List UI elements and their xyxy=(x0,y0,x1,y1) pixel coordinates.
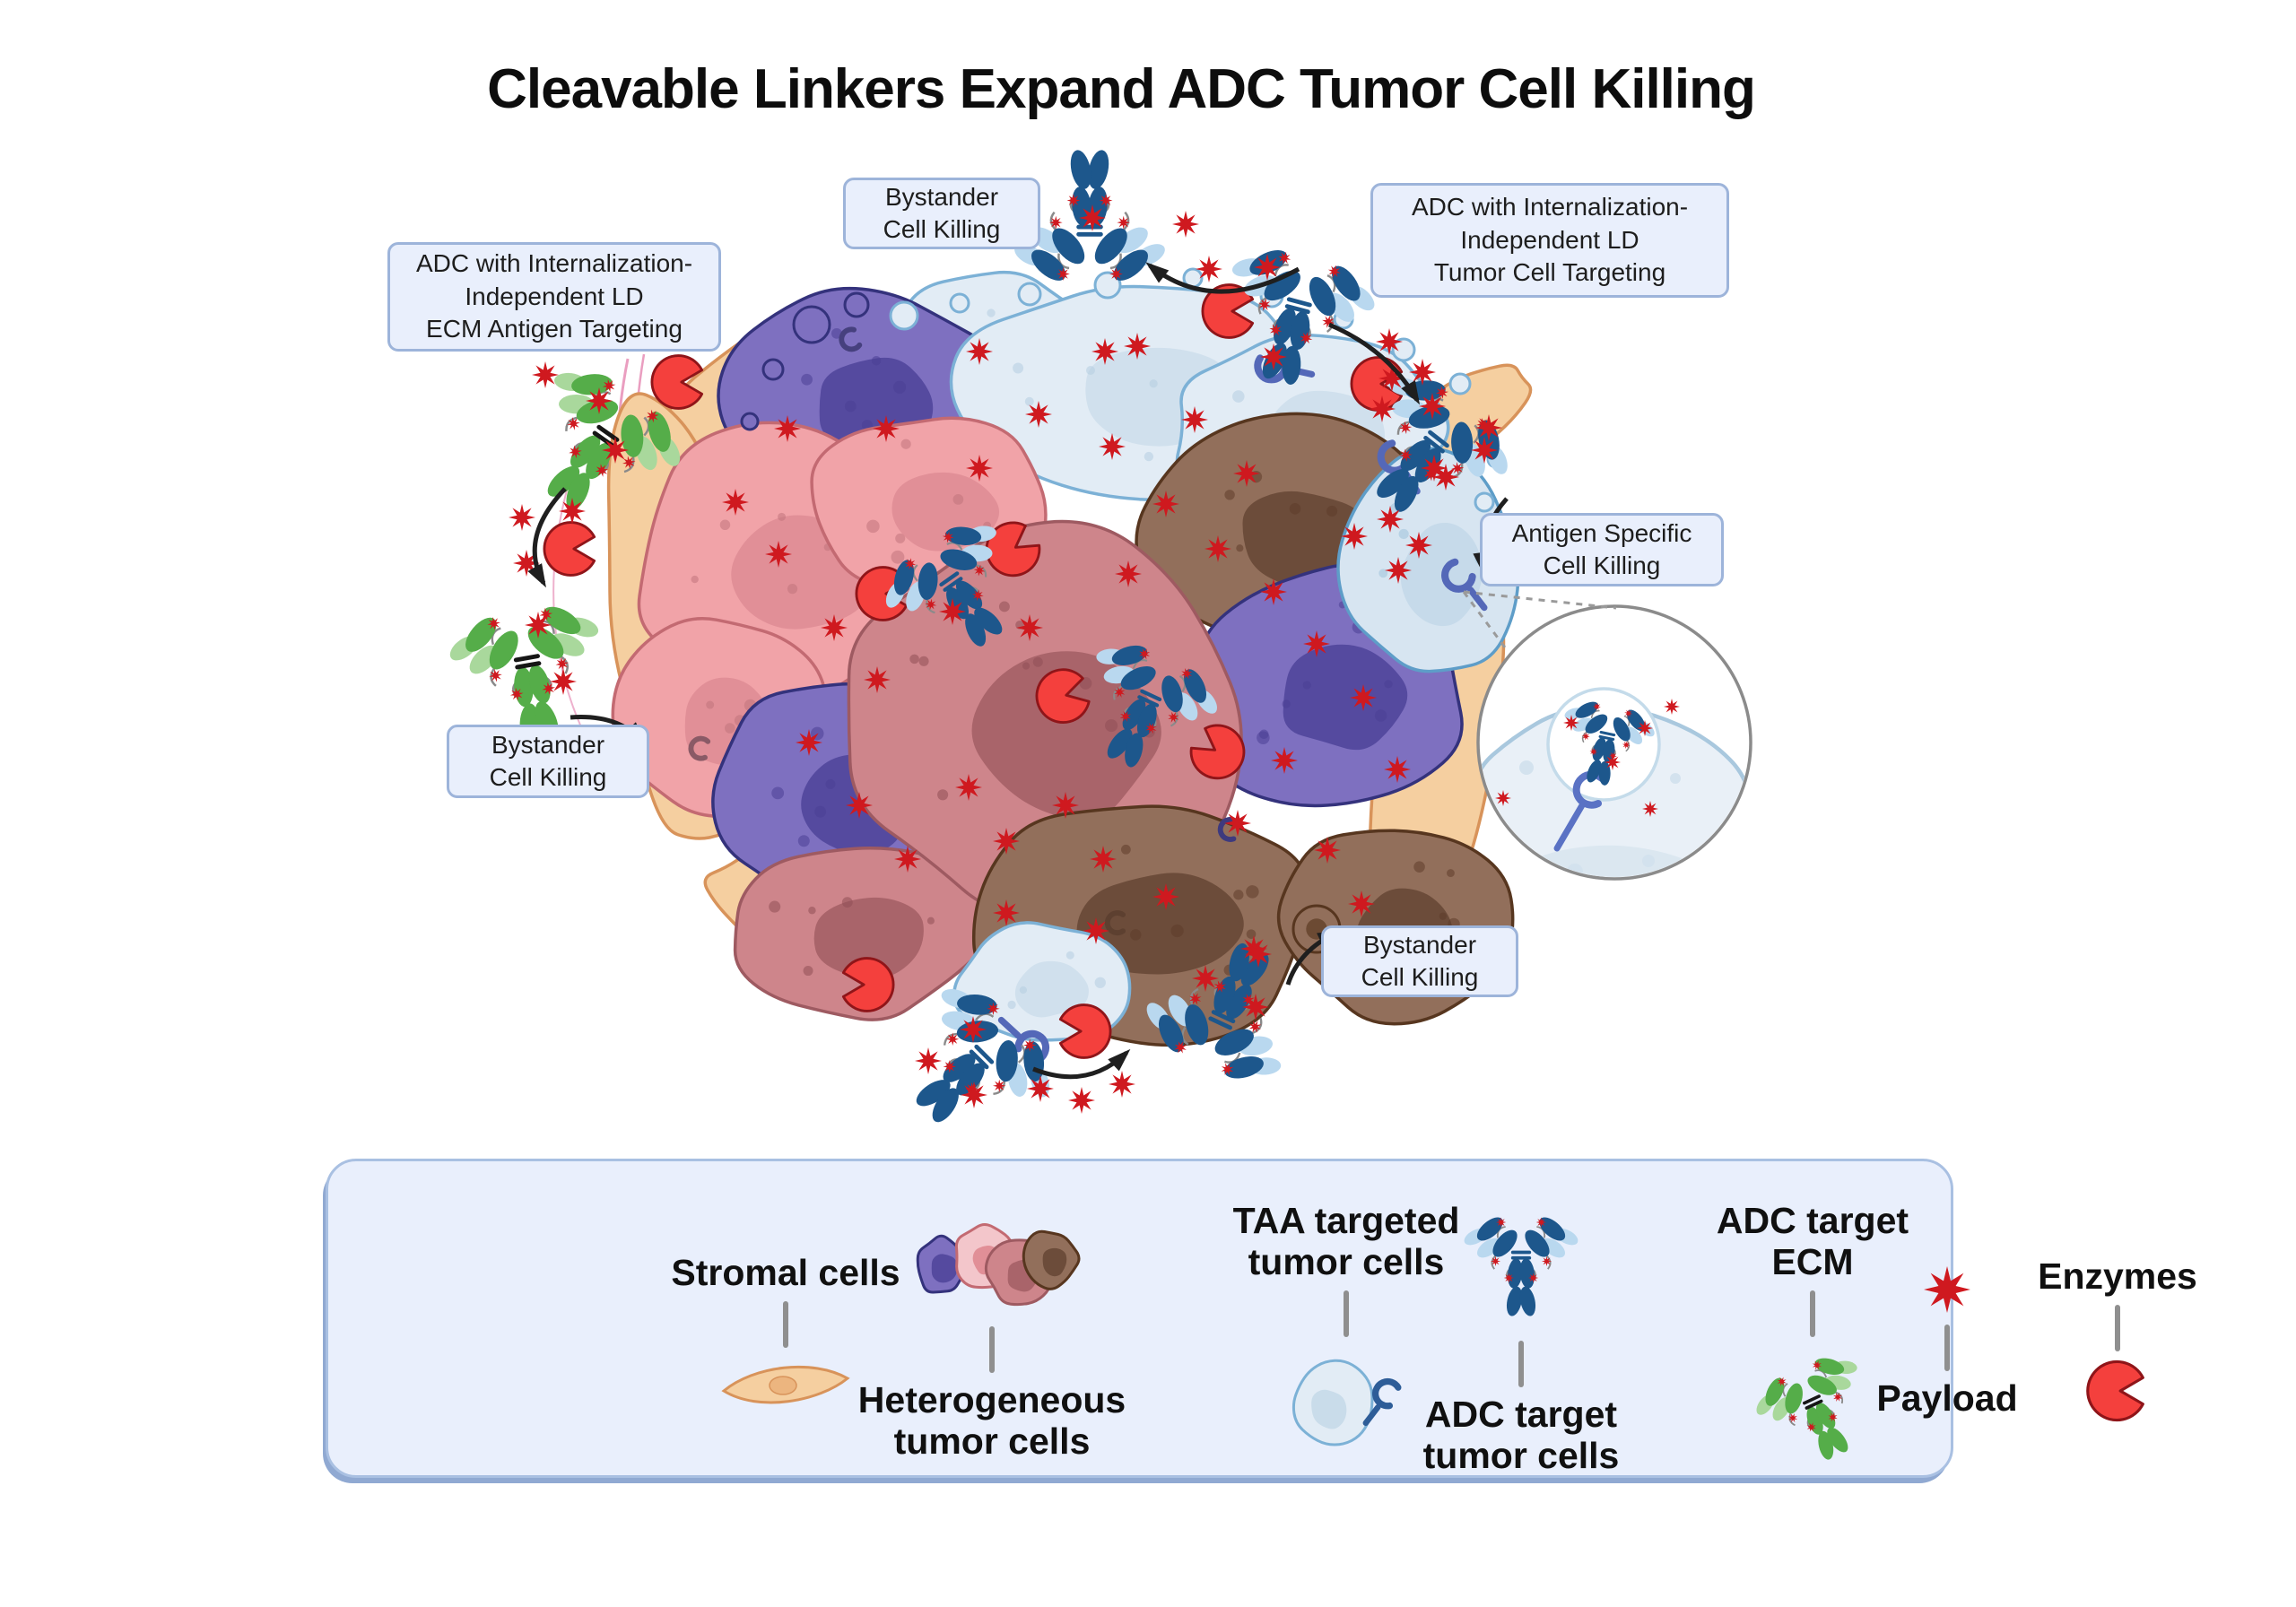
enzyme-icon xyxy=(2086,1359,2144,1421)
payload-starburst-icon xyxy=(1924,1266,1970,1313)
callout-antigen-specific-cell-killing: Antigen Specific Cell Killing xyxy=(1480,513,1724,586)
adc-green-antibody-icon xyxy=(1756,1358,1857,1460)
legend-item-payload: Payload xyxy=(1857,1262,2037,1420)
legend-label-taa-targeted-tumor-cells: TAA targeted tumor cells xyxy=(1232,1200,1460,1282)
callout-adc-tumor-cell-targeting: ADC with Internalization- Independent LD… xyxy=(1370,183,1729,298)
legend-label-heterogeneous-tumor-cells: Heterogeneous tumor cells xyxy=(857,1379,1126,1462)
callout-bystander-cell-killing-top: Bystander Cell Killing xyxy=(843,178,1040,249)
legend-label-stromal-cells: Stromal cells xyxy=(671,1252,900,1293)
callout-bystander-cell-killing-bottom: Bystander Cell Killing xyxy=(1321,925,1518,997)
stromal-cell-icon xyxy=(721,1365,850,1404)
callout-adc-ecm-antigen-targeting: ADC with Internalization- Independent LD… xyxy=(387,242,721,352)
callout-bystander-cell-killing-left: Bystander Cell Killing xyxy=(447,725,649,798)
taa-cell-icon xyxy=(1292,1359,1402,1446)
legend-label-adc-target-tumor-cells: ADC target tumor cells xyxy=(1422,1394,1620,1476)
heterogeneous-cells-icon xyxy=(916,1222,1081,1307)
legend-connector xyxy=(1518,1341,1524,1387)
legend-item-heterogeneous-tumor-cells: Heterogeneous tumor cells xyxy=(858,1212,1126,1463)
legend-connector xyxy=(783,1300,788,1348)
legend-connector xyxy=(2115,1304,2120,1351)
legend-item-adc-target-ecm: ADC target ECM xyxy=(1692,1200,1934,1470)
legend-item-stromal-cells: Stromal cells xyxy=(665,1252,907,1418)
legend-label-enzymes: Enzymes xyxy=(2038,1255,2197,1297)
page-title: Cleavable Linkers Expand ADC Tumor Cell … xyxy=(487,58,1756,120)
legend-connector xyxy=(989,1326,995,1373)
legend-item-enzymes: Enzymes xyxy=(2005,1255,2230,1423)
adc-blue-antibody-icon xyxy=(1464,1217,1578,1316)
legend-connector xyxy=(1944,1325,1950,1371)
legend-item-adc-target-tumor-cells: ADC target tumor cells xyxy=(1400,1199,1642,1477)
legend-connector xyxy=(1810,1290,1815,1337)
legend-panel: Stromal cells Heterogeneous tumor cells … xyxy=(326,1159,2197,1478)
legend-item-taa-targeted-tumor-cells: TAA targeted tumor cells xyxy=(1225,1200,1467,1456)
legend-connector xyxy=(1344,1290,1349,1337)
legend-label-payload: Payload xyxy=(1876,1377,2018,1419)
legend-label-adc-target-ecm: ADC target ECM xyxy=(1716,1200,1909,1282)
